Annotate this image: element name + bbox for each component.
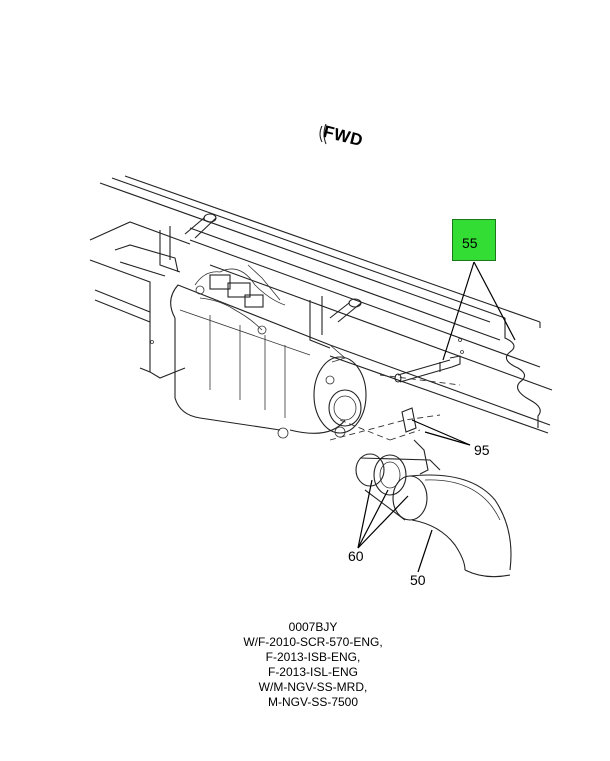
frame-rail (99, 175, 553, 434)
caption-line: W/M-NGV-SS-MRD, (258, 680, 368, 694)
leader-lines (357, 261, 516, 573)
callout-55-label: 55 (462, 235, 478, 251)
clamps-and-pipe (355, 453, 512, 578)
caption-line: F-2013-ISB-ENG, (265, 650, 361, 664)
part-95-clip (401, 407, 429, 475)
callout-95[interactable]: 95 (474, 442, 490, 458)
caption-line: 0007BJY (288, 620, 338, 634)
callout-50[interactable]: 50 (410, 572, 426, 588)
mounting-straps (159, 213, 362, 363)
fwd-arrow-icon (319, 123, 327, 145)
caption-line: M-NGV-SS-7500 (267, 695, 359, 709)
caption-line: F-2013-ISL-ENG (267, 665, 359, 679)
caption-line: W/F-2010-SCR-570-ENG, (243, 635, 383, 649)
callout-55-highlight[interactable]: 55 (452, 219, 496, 261)
sensor-harness (194, 264, 286, 335)
diagram-caption: 0007BJY W/F-2010-SCR-570-ENG, F-2013-ISB… (200, 620, 426, 710)
assembly-guide-lines (329, 374, 461, 441)
aftertreatment-device (114, 244, 367, 439)
callout-60[interactable]: 60 (348, 548, 364, 564)
part-55-rod (394, 355, 461, 383)
